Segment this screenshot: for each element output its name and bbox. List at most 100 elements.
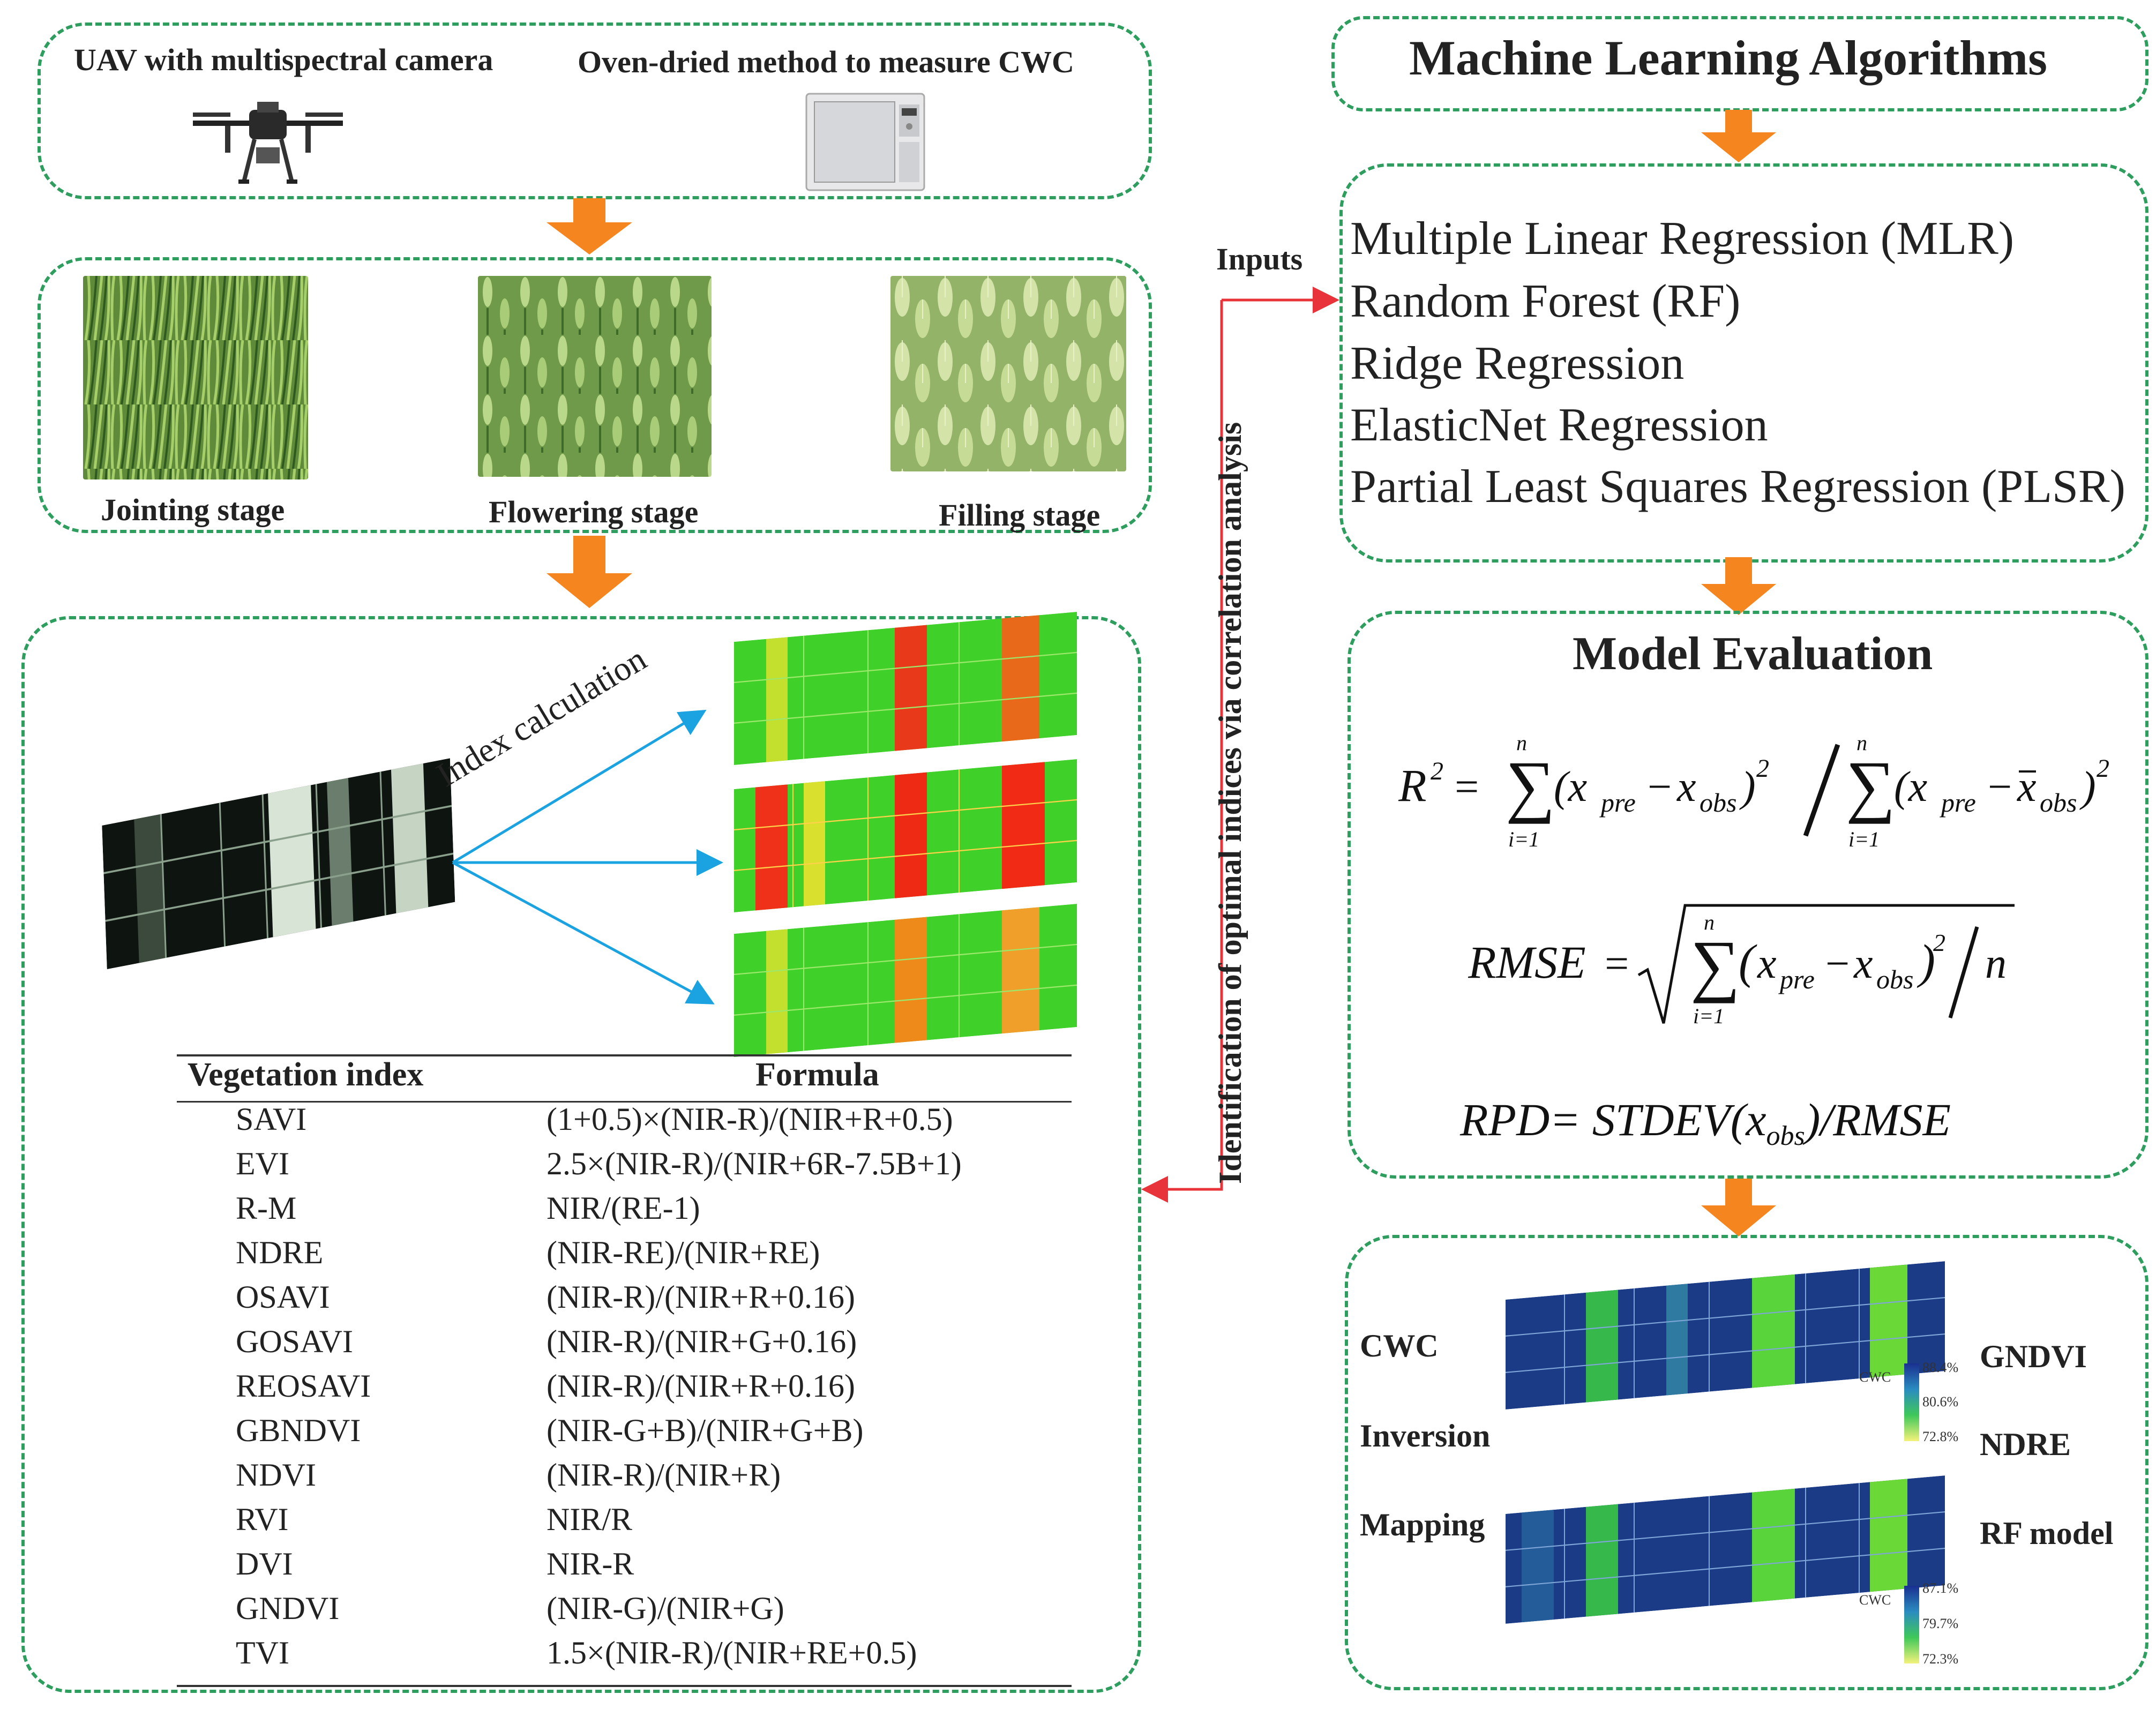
mapping-right-label-gndvi: GNDVI	[1980, 1339, 2087, 1374]
svg-text:i=1: i=1	[1693, 1004, 1724, 1028]
svg-text:n: n	[1704, 910, 1715, 934]
colorbar-2-tick-mid: 79.7%	[1922, 1616, 1959, 1631]
ml-item-plsr: Partial Least Squares Regression (PLSR)	[1350, 461, 2125, 513]
table-row: GOSAVI (NIR-R)/(NIR+G+0.16)	[177, 1320, 1072, 1364]
svg-text:n: n	[1516, 731, 1527, 755]
model-evaluation-box	[1348, 611, 2148, 1179]
correlation-analysis-label: Identification of optimal indices via co…	[1212, 422, 1248, 1184]
svg-text:obs: obs	[1700, 788, 1736, 818]
stage-label-flowering: Flowering stage	[489, 494, 699, 529]
colorbar-2-label: CWC	[1859, 1592, 1891, 1608]
mapping-left-label-inversion: Inversion	[1360, 1418, 1491, 1453]
svg-text:x: x	[1676, 763, 1696, 811]
index-name: OSAVI	[236, 1279, 330, 1315]
multispectral-image	[102, 758, 455, 970]
oven-label: Oven-dried method to measure CWC	[578, 44, 1074, 79]
index-arrows	[452, 709, 723, 1005]
ml-item-mlr: Multiple Linear Regression (MLR)	[1350, 213, 2015, 265]
table-row: SAVI(1+0.5)×(NIR-R)/(NIR+R+0.5)	[177, 1097, 1072, 1142]
drone-icon	[193, 102, 343, 184]
index-name: R-M	[236, 1190, 297, 1226]
mapping-left-label-cwc: CWC	[1360, 1328, 1439, 1363]
vegetation-index-table: Vegetation index Formula SAVI(1+0.5)×(NI…	[177, 1053, 1072, 1675]
flowering-stage-photo	[478, 276, 712, 477]
svg-text:x: x	[1853, 940, 1873, 987]
ml-item-rf: Random Forest (RF)	[1350, 275, 1741, 327]
table-row: TVI 1.5×(NIR-R)/(NIR+RE+0.5)	[177, 1631, 1072, 1675]
colorbar-1	[1904, 1363, 1919, 1441]
svg-text:): )	[1739, 763, 1756, 811]
table-row: OSAVI (NIR-R)/(NIR+R+0.16)	[177, 1275, 1072, 1320]
r2-formula: R 2 = n ∑ i=1 (x pre − x obs ) 2 n ∑ i=1…	[1398, 729, 2138, 857]
svg-text:∑: ∑	[1690, 927, 1740, 1004]
svg-text:2: 2	[1431, 757, 1443, 785]
table-row: NDRE(NIR-RE)/(NIR+RE)	[177, 1231, 1072, 1275]
ml-item-ridge: Ridge Regression	[1350, 338, 1685, 389]
svg-text:i=1: i=1	[1848, 827, 1880, 851]
svg-text:−: −	[1645, 763, 1674, 811]
table-header-index: Vegetation index	[188, 1056, 424, 1093]
table-top-rule	[177, 1054, 1072, 1056]
mapping-box	[1345, 1235, 2148, 1690]
index-formula: (NIR-R)/(NIR+G+0.16)	[547, 1324, 857, 1359]
index-formula: (1+0.5)×(NIR-R)/(NIR+R+0.5)	[547, 1101, 953, 1137]
index-formula: 1.5×(NIR-R)/(NIR+RE+0.5)	[547, 1635, 917, 1670]
flow-arrow-4	[1701, 557, 1776, 615]
svg-text:2: 2	[2097, 754, 2109, 783]
rpd-text: RPD= STDEV(x	[1460, 1094, 1766, 1145]
index-formula: (NIR-R)/(NIR+R)	[547, 1457, 781, 1493]
index-map-3	[734, 904, 1077, 1057]
svg-text:(: (	[1739, 935, 1757, 988]
colorbar-2-tick-low: 72.3%	[1922, 1651, 1959, 1667]
index-name: DVI	[236, 1546, 293, 1581]
table-row: R-M NIR/(RE-1)	[177, 1186, 1072, 1231]
index-name: TVI	[236, 1635, 289, 1670]
flow-arrow-3	[1701, 110, 1776, 162]
inputs-connector	[1141, 287, 1339, 1203]
svg-text:=: =	[1452, 763, 1481, 811]
svg-text:obs: obs	[1876, 964, 1913, 994]
oven-icon	[805, 93, 925, 191]
rpd-sub: obs	[1766, 1121, 1805, 1152]
index-formula: NIR/R	[547, 1502, 633, 1537]
inputs-label: Inputs	[1216, 242, 1303, 276]
rpd-tail: )/RMSE	[1805, 1094, 1951, 1145]
svg-text:pre: pre	[1599, 788, 1636, 818]
table-row: REOSAVI(NIR-R)/(NIR+R+0.16)	[177, 1364, 1072, 1408]
colorbar-1-tick-high: 88.4%	[1922, 1360, 1959, 1375]
growth-stages-box	[38, 257, 1152, 533]
index-formula: NIR-R	[547, 1546, 634, 1581]
svg-text:n: n	[1985, 940, 2007, 987]
index-formula: NIR/(RE-1)	[547, 1190, 700, 1226]
rmse-lhs: RMSE	[1468, 936, 1586, 988]
svg-text:n: n	[1856, 731, 1867, 755]
index-formula: 2.5×(NIR-R)/(NIR+6R-7.5B+1)	[547, 1146, 962, 1181]
flow-arrow-2	[547, 536, 632, 608]
cwc-map-2	[1506, 1475, 1945, 1624]
ml-title: Machine Learning Algorithms	[1409, 31, 2047, 85]
table-bottom-rule	[177, 1685, 1072, 1687]
svg-text:pre: pre	[1778, 964, 1815, 994]
svg-text:(x: (x	[1554, 763, 1587, 811]
table-header-formula: Formula	[755, 1056, 879, 1093]
ml-item-elasticnet: ElasticNet Regression	[1350, 399, 1768, 451]
cwc-map-1	[1506, 1261, 1945, 1410]
table-header-rule	[177, 1101, 1072, 1103]
index-formula: (NIR-R)/(NIR+R+0.16)	[547, 1279, 855, 1315]
flow-arrow-1	[547, 198, 632, 254]
index-name: EVI	[236, 1146, 289, 1181]
colorbar-1-tick-low: 72.8%	[1922, 1429, 1959, 1444]
index-formula: (NIR-G+B)/(NIR+G+B)	[547, 1413, 864, 1448]
index-map-2	[734, 759, 1077, 912]
table-row: NDVI (NIR-R)/(NIR+R)	[177, 1453, 1072, 1497]
svg-text:∑: ∑	[1506, 747, 1555, 824]
index-name: NDVI	[236, 1457, 316, 1493]
svg-text:(x: (x	[1894, 763, 1927, 811]
svg-text:−: −	[1985, 763, 2014, 811]
colorbar-2	[1904, 1586, 1919, 1663]
jointing-stage-photo	[83, 276, 308, 479]
colorbar-1-label: CWC	[1859, 1369, 1891, 1385]
index-name: GOSAVI	[236, 1324, 353, 1359]
index-map-1	[734, 612, 1077, 765]
